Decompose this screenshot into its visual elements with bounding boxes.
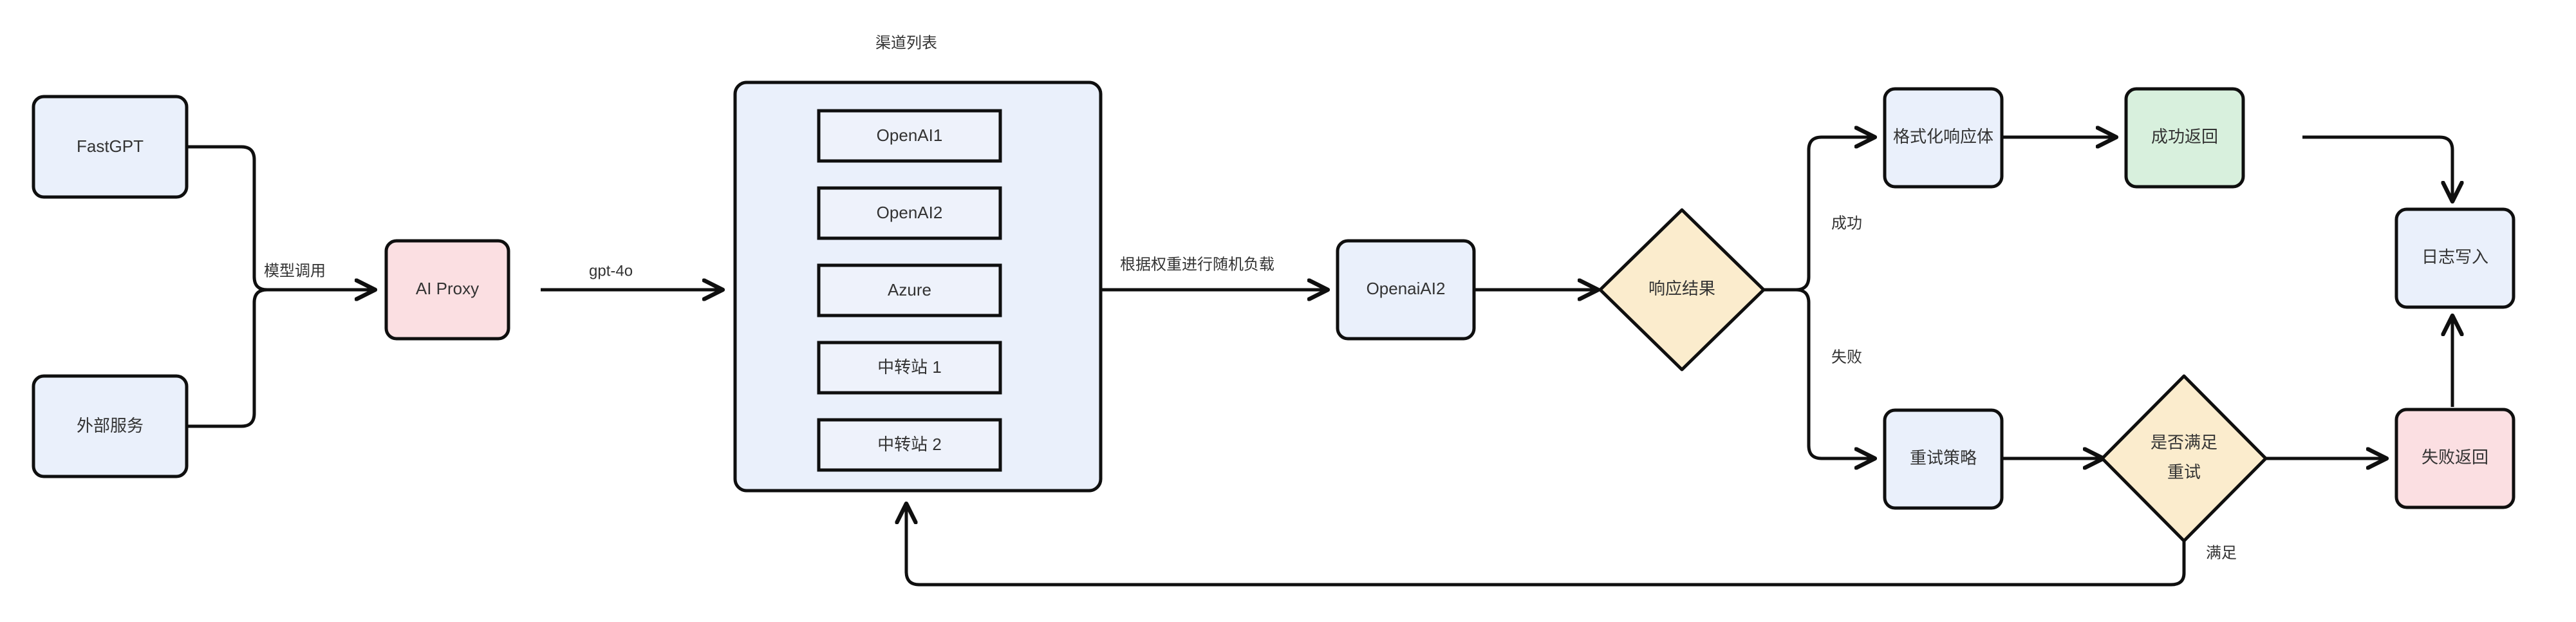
- node-openaiai2[interactable]: [1336, 239, 1476, 341]
- edge-label-success: 成功: [1831, 214, 1862, 232]
- node-retry-condition[interactable]: [2100, 374, 2268, 543]
- edge-respresult-to-retrypol: [1764, 288, 1873, 458]
- channel-list-title: 渠道列表: [875, 34, 937, 52]
- edge-fastgpt-to-aiproxy: [187, 145, 373, 290]
- node-external-service[interactable]: [32, 374, 189, 478]
- edge-external-to-aiproxy: [187, 288, 373, 428]
- edge-label-model-call: 模型调用: [264, 262, 326, 279]
- channel-item-openai1-box[interactable]: [817, 109, 1002, 163]
- node-response-result[interactable]: [1598, 208, 1766, 372]
- node-log-write[interactable]: [2394, 207, 2515, 309]
- channel-item-openai2-box[interactable]: [817, 186, 1002, 240]
- node-ai-proxy[interactable]: [384, 239, 510, 341]
- node-fail-return[interactable]: [2394, 408, 2515, 509]
- edge-retrycond-to-channels-loop: [906, 505, 2186, 587]
- channel-item-relay1-box[interactable]: [817, 341, 1002, 395]
- edge-label-failure: 失败: [1831, 348, 1862, 366]
- node-fastgpt[interactable]: [32, 95, 189, 199]
- node-format-response-body[interactable]: [1883, 87, 2004, 189]
- edge-successret-to-logwrite: [2302, 135, 2452, 200]
- edge-label-satisfied: 满足: [2206, 544, 2237, 561]
- node-retry-policy[interactable]: [1883, 408, 2004, 510]
- node-success-return[interactable]: [2124, 87, 2245, 189]
- edge-label-gpt4o: gpt-4o: [589, 262, 633, 279]
- channel-item-relay2-box[interactable]: [817, 418, 1002, 472]
- channel-item-azure-box[interactable]: [817, 263, 1002, 317]
- edge-respresult-to-formatbody: [1764, 137, 1873, 292]
- edge-label-weighted-random-load: 根据权重进行随机负载: [1120, 256, 1274, 273]
